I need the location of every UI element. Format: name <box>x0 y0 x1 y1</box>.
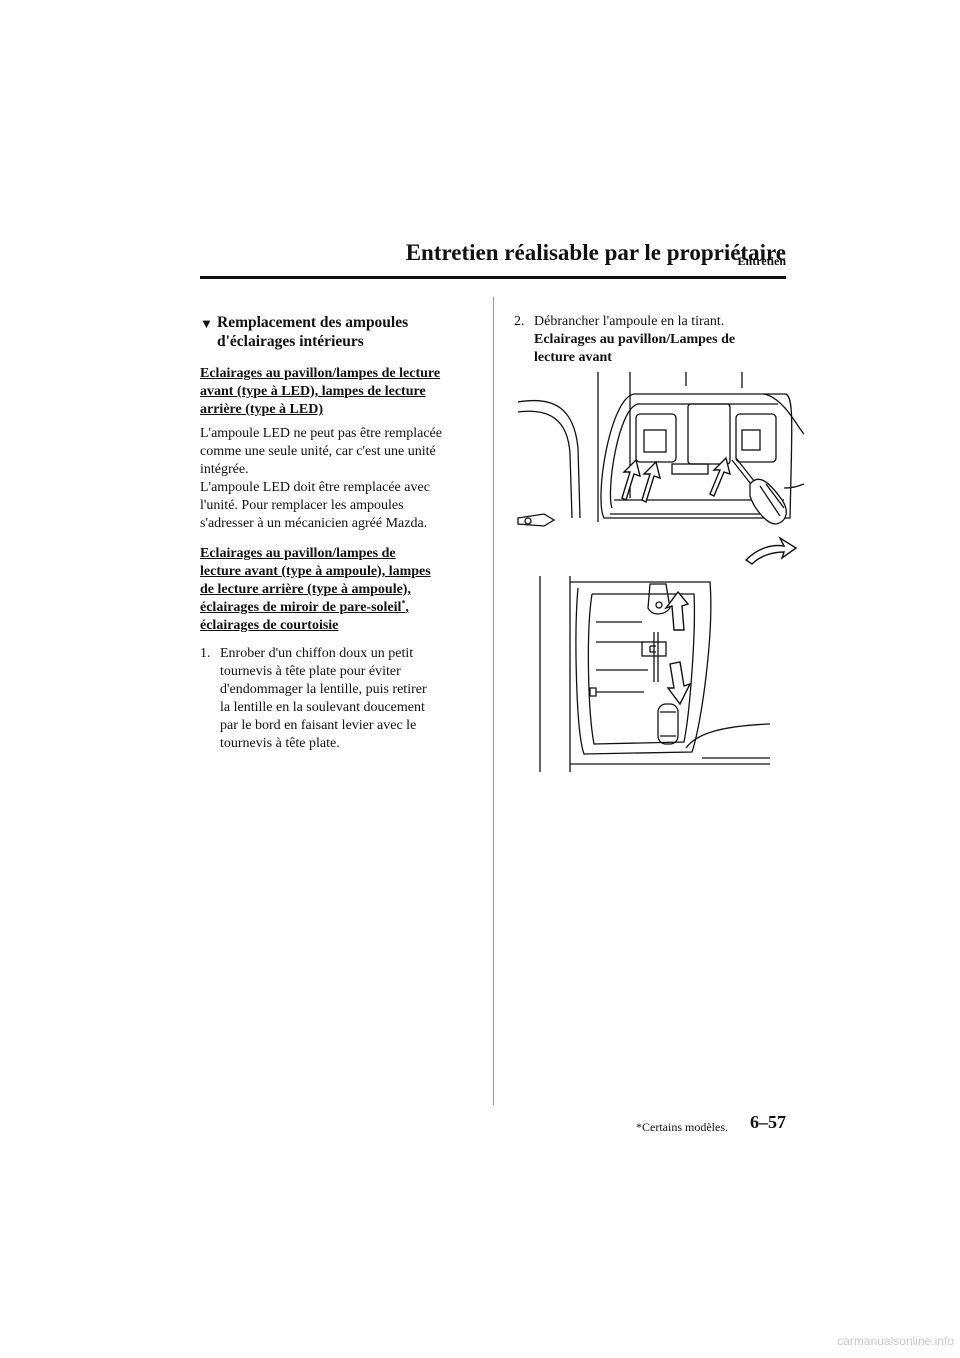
bulb-heading-line: Eclairages au pavillon/lampes de <box>200 546 396 561</box>
step-item: 2. Débrancher l'ampoule en la tirant. Ec… <box>514 313 784 367</box>
led-heading-line: avant (type à LED), lampes de lecture <box>200 384 426 399</box>
led-section-heading: Eclairages au pavillon/lampes de lecture… <box>200 365 478 419</box>
step-number: 2. <box>514 314 525 329</box>
body-line: l'unité. Pour remplacer les ampoules <box>200 498 404 513</box>
figure-label-line: lecture avant <box>534 350 612 365</box>
step-item: 1. Enrober d'un chiffon doux un petit to… <box>200 645 478 753</box>
step-line: tournevis à tête plate. <box>220 736 340 751</box>
footnote: *Certains modèles. <box>636 1120 728 1134</box>
step-line: Débrancher l'ampoule en la tirant. <box>534 314 725 329</box>
column-divider <box>493 297 494 1105</box>
bulb-section-heading: Eclairages au pavillon/lampes de lecture… <box>200 545 478 635</box>
bulb-socket-illustration <box>539 576 770 772</box>
figure-label: Eclairages au pavillon/Lampes de lecture… <box>534 331 735 367</box>
step-line: d'endommager la lentille, puis retirer <box>220 682 427 697</box>
watermark: carmanualsonline.info <box>837 1334 954 1348</box>
main-heading-line: d'éclairages intérieurs <box>217 333 364 350</box>
step-line: par le bord en faisant levier avec le <box>220 718 417 733</box>
step-line: la lentille en la soulevant doucement <box>220 700 425 715</box>
section-label: Entretien <box>737 254 786 268</box>
body-line: L'ampoule LED ne peut pas être remplacée <box>200 426 442 441</box>
led-heading-line: arrière (type à LED) <box>200 402 323 417</box>
step-number: 1. <box>200 646 211 661</box>
bulb-heading-line: éclairages de courtoisie <box>200 618 339 633</box>
main-heading-line: Remplacement des ampoules <box>217 314 409 331</box>
bulb-heading-line: lecture avant (type à ampoule), lampes <box>200 564 431 579</box>
left-column: ▼ Remplacement des ampoules d'éclairages… <box>200 313 478 763</box>
body-line: intégrée. <box>200 462 249 477</box>
page-number: 6–57 <box>750 1112 786 1132</box>
bulb-heading-line: éclairages de miroir de pare-soleil*, <box>200 599 478 617</box>
led-section-body: L'ampoule LED ne peut pas être remplacée… <box>200 425 478 533</box>
page-title: Entretien réalisable par le propriétaire <box>405 240 786 265</box>
figure-label-line: Eclairages au pavillon/Lampes de <box>534 332 736 347</box>
led-heading-line: Eclairages au pavillon/lampes de lecture <box>200 366 441 381</box>
main-heading: ▼ Remplacement des ampoules d'éclairages… <box>200 313 478 351</box>
header-rule <box>200 276 786 279</box>
body-line: L'ampoule LED doit être remplacée avec <box>200 480 430 495</box>
trailing-comma: , <box>405 600 409 615</box>
body-line: comme une seule unité, car c'est une uni… <box>200 444 436 459</box>
right-column: 2. Débrancher l'ampoule en la tirant. Ec… <box>514 313 784 367</box>
bulb-heading-text: éclairages de miroir de pare-soleil <box>200 600 402 615</box>
step-body: Enrober d'un chiffon doux un petit tourn… <box>220 645 427 753</box>
triangle-marker-icon: ▼ <box>200 316 213 331</box>
footnote-mark: * <box>401 598 406 608</box>
step-body: Débrancher l'ampoule en la tirant. Eclai… <box>534 313 735 367</box>
step-line: Enrober d'un chiffon doux un petit <box>220 646 414 661</box>
body-line: s'adresser à un mécanicien agréé Mazda. <box>200 516 428 531</box>
step-line: tournevis à tête plate pour éviter <box>220 664 401 679</box>
overhead-console-illustration <box>517 372 804 565</box>
bulb-heading-line: de lecture arrière (type à ampoule), <box>200 582 411 597</box>
